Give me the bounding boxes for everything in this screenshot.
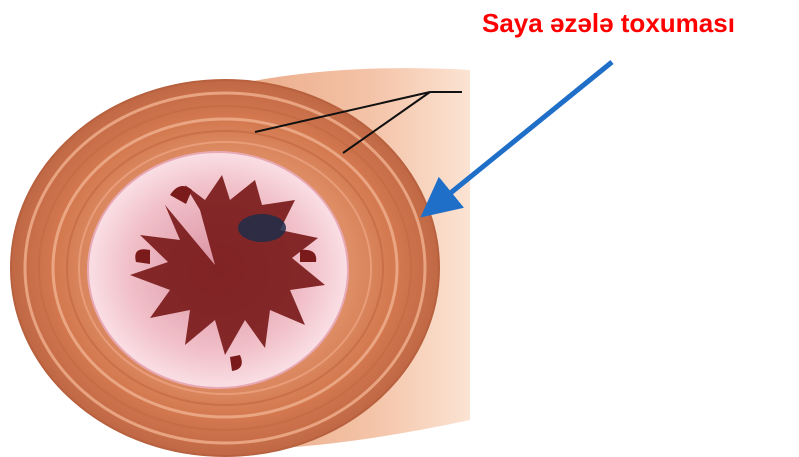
lumen-center <box>238 214 286 242</box>
smooth-muscle-label: Saya əzələ toxuması <box>482 6 735 40</box>
